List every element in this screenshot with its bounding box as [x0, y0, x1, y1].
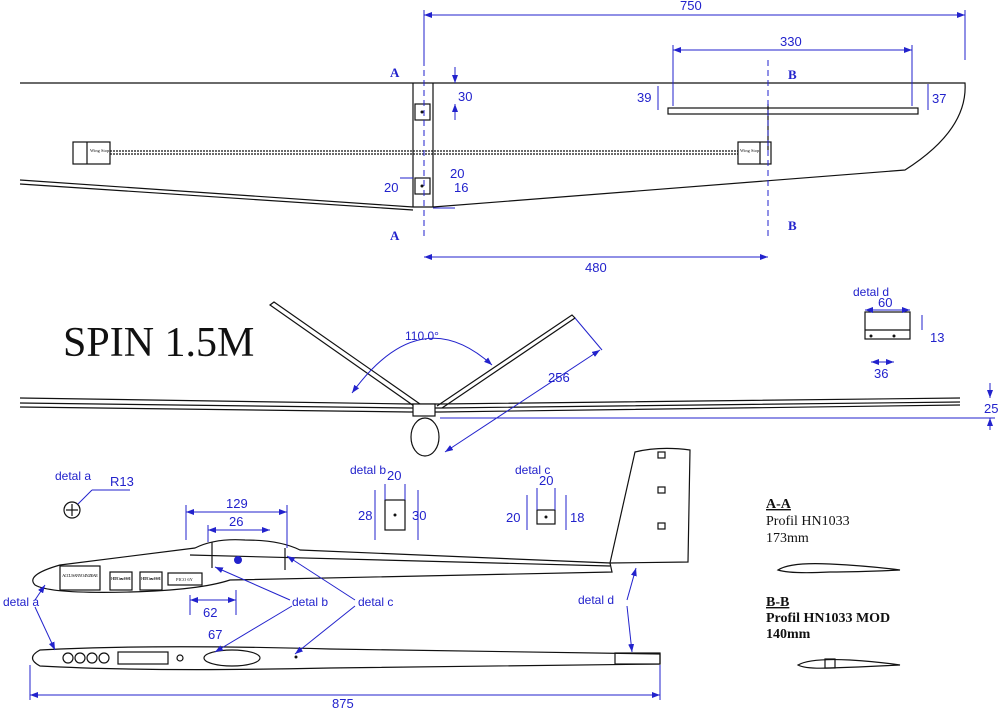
fuselage-top-view: [31, 646, 661, 671]
wing-top-view: Wing Stop Wing Stop: [19, 82, 966, 211]
drawing-title: SPIN 1.5M: [63, 320, 254, 366]
svg-text:Wing Stop: Wing Stop: [740, 148, 760, 153]
svg-text:60: 60: [878, 295, 892, 310]
detail-a: detal a R13: [55, 469, 134, 519]
svg-text:26: 26: [229, 514, 243, 529]
svg-text:detal a: detal a: [55, 469, 91, 483]
section-b-top: B: [788, 67, 797, 82]
svg-text:28: 28: [358, 508, 372, 523]
fuselage-side-view: ACCU SANYO 4N 250 AE HITEC servo HS-81 H…: [32, 447, 691, 593]
svg-text:36: 36: [874, 366, 888, 381]
dim-875: 875: [332, 696, 354, 709]
wing-stop-left: Wing Stop: [72, 141, 111, 165]
svg-text:detal d: detal d: [853, 285, 889, 299]
section-b-b: B-B Profil HN1033 MOD 140mm: [766, 595, 901, 669]
svg-text:detal c: detal c: [515, 463, 550, 477]
detail-b: detal b 20 28 30: [350, 463, 426, 540]
dim-750: 750: [680, 0, 702, 13]
section-a-a: A-A Profil HN1033 173mm: [766, 497, 901, 574]
svg-text:B-B: B-B: [766, 595, 789, 610]
svg-text:20: 20: [450, 166, 464, 181]
svg-text:20: 20: [539, 473, 553, 488]
callouts: detal a detal b detal c detal d 875: [3, 555, 661, 709]
svg-text:39: 39: [637, 90, 651, 105]
svg-text:Profil HN1033 MOD: Profil HN1033 MOD: [766, 611, 890, 626]
section-a-top: A: [390, 65, 400, 80]
svg-text:67: 67: [208, 627, 222, 642]
svg-text:37: 37: [932, 91, 946, 106]
svg-text:Wing Stop: Wing Stop: [90, 148, 110, 153]
svg-text:13: 13: [930, 330, 944, 345]
svg-text:detal c: detal c: [358, 595, 393, 609]
svg-text:20: 20: [506, 510, 520, 525]
section-b-bottom: B: [788, 218, 797, 233]
svg-text:62: 62: [203, 605, 217, 620]
svg-text:20: 20: [387, 468, 401, 483]
svg-text:detal d: detal d: [578, 593, 614, 607]
detail-d: detal d 60 36 13: [853, 285, 944, 381]
dim-angle: 110.0°: [405, 329, 439, 343]
svg-text:129: 129: [226, 496, 248, 511]
svg-text:173mm: 173mm: [766, 531, 809, 546]
svg-text:Profil HN1033: Profil HN1033: [766, 514, 850, 529]
svg-text:20: 20: [384, 180, 398, 195]
dim-480: 480: [585, 260, 607, 275]
dim-256: 256: [548, 370, 570, 385]
svg-text:30: 30: [458, 89, 472, 104]
detail-c: detal c 20 20 18: [506, 463, 584, 530]
svg-text:25: 25: [984, 401, 998, 416]
svg-text:HITEC servo HS-81: HITEC servo HS-81: [141, 576, 161, 581]
svg-text:detal a: detal a: [3, 595, 39, 609]
front-view: 110.0° 256 25: [19, 301, 998, 457]
side-view-dimensions: 129 26 62 67: [185, 496, 288, 642]
section-a-bottom: A: [390, 228, 400, 243]
top-view-dimensions: 750 330 480 A A B B 30 39 37 20 20 16: [384, 0, 966, 275]
svg-text:HITEC servo HS-81: HITEC servo HS-81: [111, 576, 131, 581]
dim-330: 330: [780, 34, 802, 49]
svg-text:A-A: A-A: [766, 497, 792, 512]
svg-text:18: 18: [570, 510, 584, 525]
svg-text:PICO 6Y: PICO 6Y: [176, 577, 194, 582]
svg-text:R13: R13: [110, 474, 134, 489]
svg-text:16: 16: [454, 180, 468, 195]
svg-text:140mm: 140mm: [766, 627, 811, 642]
svg-text:detal b: detal b: [350, 463, 386, 477]
svg-text:detal b: detal b: [292, 595, 328, 609]
wing-stop-right: Wing Stop: [737, 141, 772, 165]
svg-text:30: 30: [412, 508, 426, 523]
svg-text:ACCU SANYO 4N 250 AE: ACCU SANYO 4N 250 AE: [62, 573, 98, 578]
